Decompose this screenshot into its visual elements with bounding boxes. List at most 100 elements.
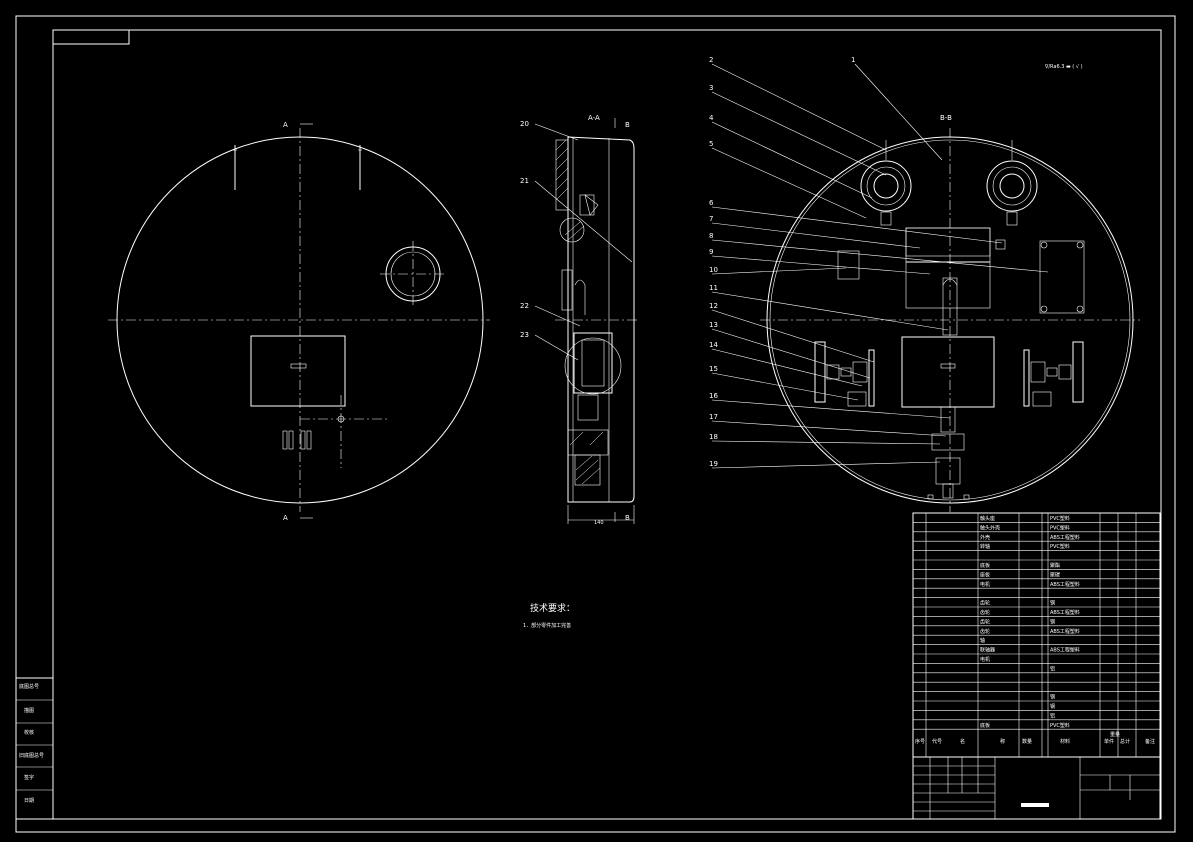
tech-req-title: 技术要求： bbox=[530, 602, 575, 614]
leader-label-4: 4 bbox=[709, 114, 714, 122]
leader-label-3: 3 bbox=[709, 84, 713, 92]
table-row-name: 外壳 bbox=[980, 534, 990, 541]
section-aa-b-bottom: B bbox=[625, 514, 630, 522]
inner-frame bbox=[52, 29, 1162, 820]
table-row-material: ABS工程塑料 bbox=[1050, 534, 1080, 541]
sidebar-label-3: 旧底图总号 bbox=[19, 752, 44, 759]
table-row-name: 座板 bbox=[980, 571, 990, 578]
table-header-cell: 材料 bbox=[1060, 738, 1070, 745]
sidebar-label-4: 签字 bbox=[24, 774, 34, 781]
view-a-bottom: A bbox=[283, 514, 288, 522]
table-row-material: 钢 bbox=[1050, 618, 1055, 625]
leader-label-15: 15 bbox=[709, 365, 718, 373]
leader-label-14: 14 bbox=[709, 341, 718, 349]
table-row-name: 电机 bbox=[980, 656, 990, 663]
table-row-material: ABS工程塑料 bbox=[1050, 647, 1080, 654]
leader-line-4 bbox=[711, 121, 873, 199]
table-row-name: 底板 bbox=[980, 722, 990, 729]
table-header-cell: 总计 bbox=[1120, 738, 1130, 745]
table-row-material: PVC塑料 bbox=[1050, 543, 1070, 550]
table-header-cell: 数量 bbox=[1022, 738, 1032, 745]
leader-line-13 bbox=[711, 328, 871, 379]
table-header-cell: 序号 bbox=[915, 738, 925, 745]
table-row-material: 聚酯 bbox=[1050, 563, 1060, 569]
leader-line-18 bbox=[711, 440, 941, 445]
left-sidebar: 底图总号 描图 校核 旧底图总号 签字 日期 bbox=[15, 677, 54, 820]
front-view: A A bbox=[108, 121, 490, 522]
leader-23: 23 bbox=[520, 331, 529, 339]
table-header-cell: 名 bbox=[960, 738, 965, 745]
leader-line-6 bbox=[711, 206, 1003, 244]
leader-line-10 bbox=[711, 267, 847, 275]
table-row-material: PVC塑料 bbox=[1050, 722, 1070, 729]
leader-label-9: 9 bbox=[709, 248, 713, 256]
leader-label-2: 2 bbox=[709, 56, 713, 64]
leader-line-16 bbox=[711, 399, 951, 419]
view-a-top: A bbox=[283, 121, 288, 129]
leader-line-2 bbox=[711, 63, 887, 151]
leader-line-15 bbox=[711, 372, 859, 401]
table-row-material: PVC塑料 bbox=[1050, 515, 1070, 522]
leader-22: 22 bbox=[520, 302, 529, 310]
leader-line-19 bbox=[711, 461, 941, 469]
leader-line-9 bbox=[711, 255, 931, 275]
table-row-material: 钢 bbox=[1050, 600, 1055, 607]
table-row-name: 触头外壳 bbox=[980, 524, 1000, 531]
section-bb-label: B-B bbox=[940, 114, 952, 122]
table-header-cell: 称 bbox=[1000, 738, 1005, 745]
table-row-material: ABS工程塑料 bbox=[1050, 609, 1080, 616]
table-row-name: 转轴 bbox=[980, 543, 990, 550]
leader-label-13: 13 bbox=[709, 321, 718, 329]
title-block-bar bbox=[1021, 803, 1049, 807]
leader-line-5 bbox=[711, 147, 867, 219]
tech-req-item-1: 1．部分零件加工完善 bbox=[523, 622, 571, 629]
table-row-name: 齿轮 bbox=[980, 600, 990, 607]
title-block bbox=[912, 756, 1161, 820]
table-row-material: ABS工程塑料 bbox=[1050, 581, 1080, 588]
table-row-name: 轴 bbox=[980, 637, 985, 644]
leader-label-19: 19 bbox=[709, 460, 718, 468]
table-row-material: PVC塑料 bbox=[1050, 524, 1070, 531]
table-row-material: ABS工程塑料 bbox=[1050, 628, 1080, 635]
leader-line-17 bbox=[711, 420, 947, 437]
leader-label-10: 10 bbox=[709, 266, 718, 274]
table-row-name: 齿轮 bbox=[980, 609, 990, 616]
leader-label-17: 17 bbox=[709, 413, 718, 421]
table-row-material: 钢 bbox=[1050, 703, 1055, 710]
leader-label-6: 6 bbox=[709, 199, 714, 207]
leader-21: 21 bbox=[520, 177, 529, 185]
leader-line-3 bbox=[711, 91, 887, 176]
leader-line-12 bbox=[711, 309, 875, 363]
leader-line-top bbox=[854, 63, 943, 161]
table-row-material: 钢 bbox=[1050, 694, 1055, 701]
sidebar-label-0: 底图总号 bbox=[19, 683, 39, 690]
leader-label-7: 7 bbox=[709, 215, 713, 223]
leader-20: 20 bbox=[520, 120, 529, 128]
table-row-name: 齿轮 bbox=[980, 618, 990, 625]
sidebar-label-1: 描图 bbox=[24, 707, 34, 714]
table-header-cell: 代号 bbox=[932, 738, 942, 745]
leader-line-14 bbox=[711, 348, 863, 387]
table-header-cell: 备注 bbox=[1145, 738, 1155, 745]
leader-label-top: 1 bbox=[851, 56, 855, 64]
table-row-material: 聚碳 bbox=[1050, 571, 1060, 578]
table-row-material: 铝 bbox=[1050, 712, 1055, 719]
technical-requirements: 技术要求： 1．部分零件加工完善 bbox=[523, 602, 575, 629]
section-aa-label: A-A bbox=[588, 114, 600, 122]
table-row-name: 联轴器 bbox=[980, 647, 995, 654]
table-row-name: 齿轮 bbox=[980, 628, 990, 635]
leader-line-7 bbox=[711, 222, 921, 249]
table-row-name: 触头座 bbox=[980, 515, 995, 522]
leader-line-8 bbox=[711, 239, 1049, 273]
table-row-material: 铝 bbox=[1050, 665, 1055, 672]
roughness-note: ∇/Ra6.3 ▬ ( √ ) bbox=[1044, 64, 1083, 70]
sidebar-label-5: 日期 bbox=[24, 798, 34, 804]
leader-label-16: 16 bbox=[709, 392, 718, 400]
section-aa-b-top: B bbox=[625, 121, 630, 129]
table-header-weight: 重量 bbox=[1110, 731, 1120, 738]
corner-stamp-box bbox=[52, 29, 130, 45]
section-aa-view: A-A B B bbox=[520, 114, 640, 526]
leader-label-18: 18 bbox=[709, 433, 718, 441]
